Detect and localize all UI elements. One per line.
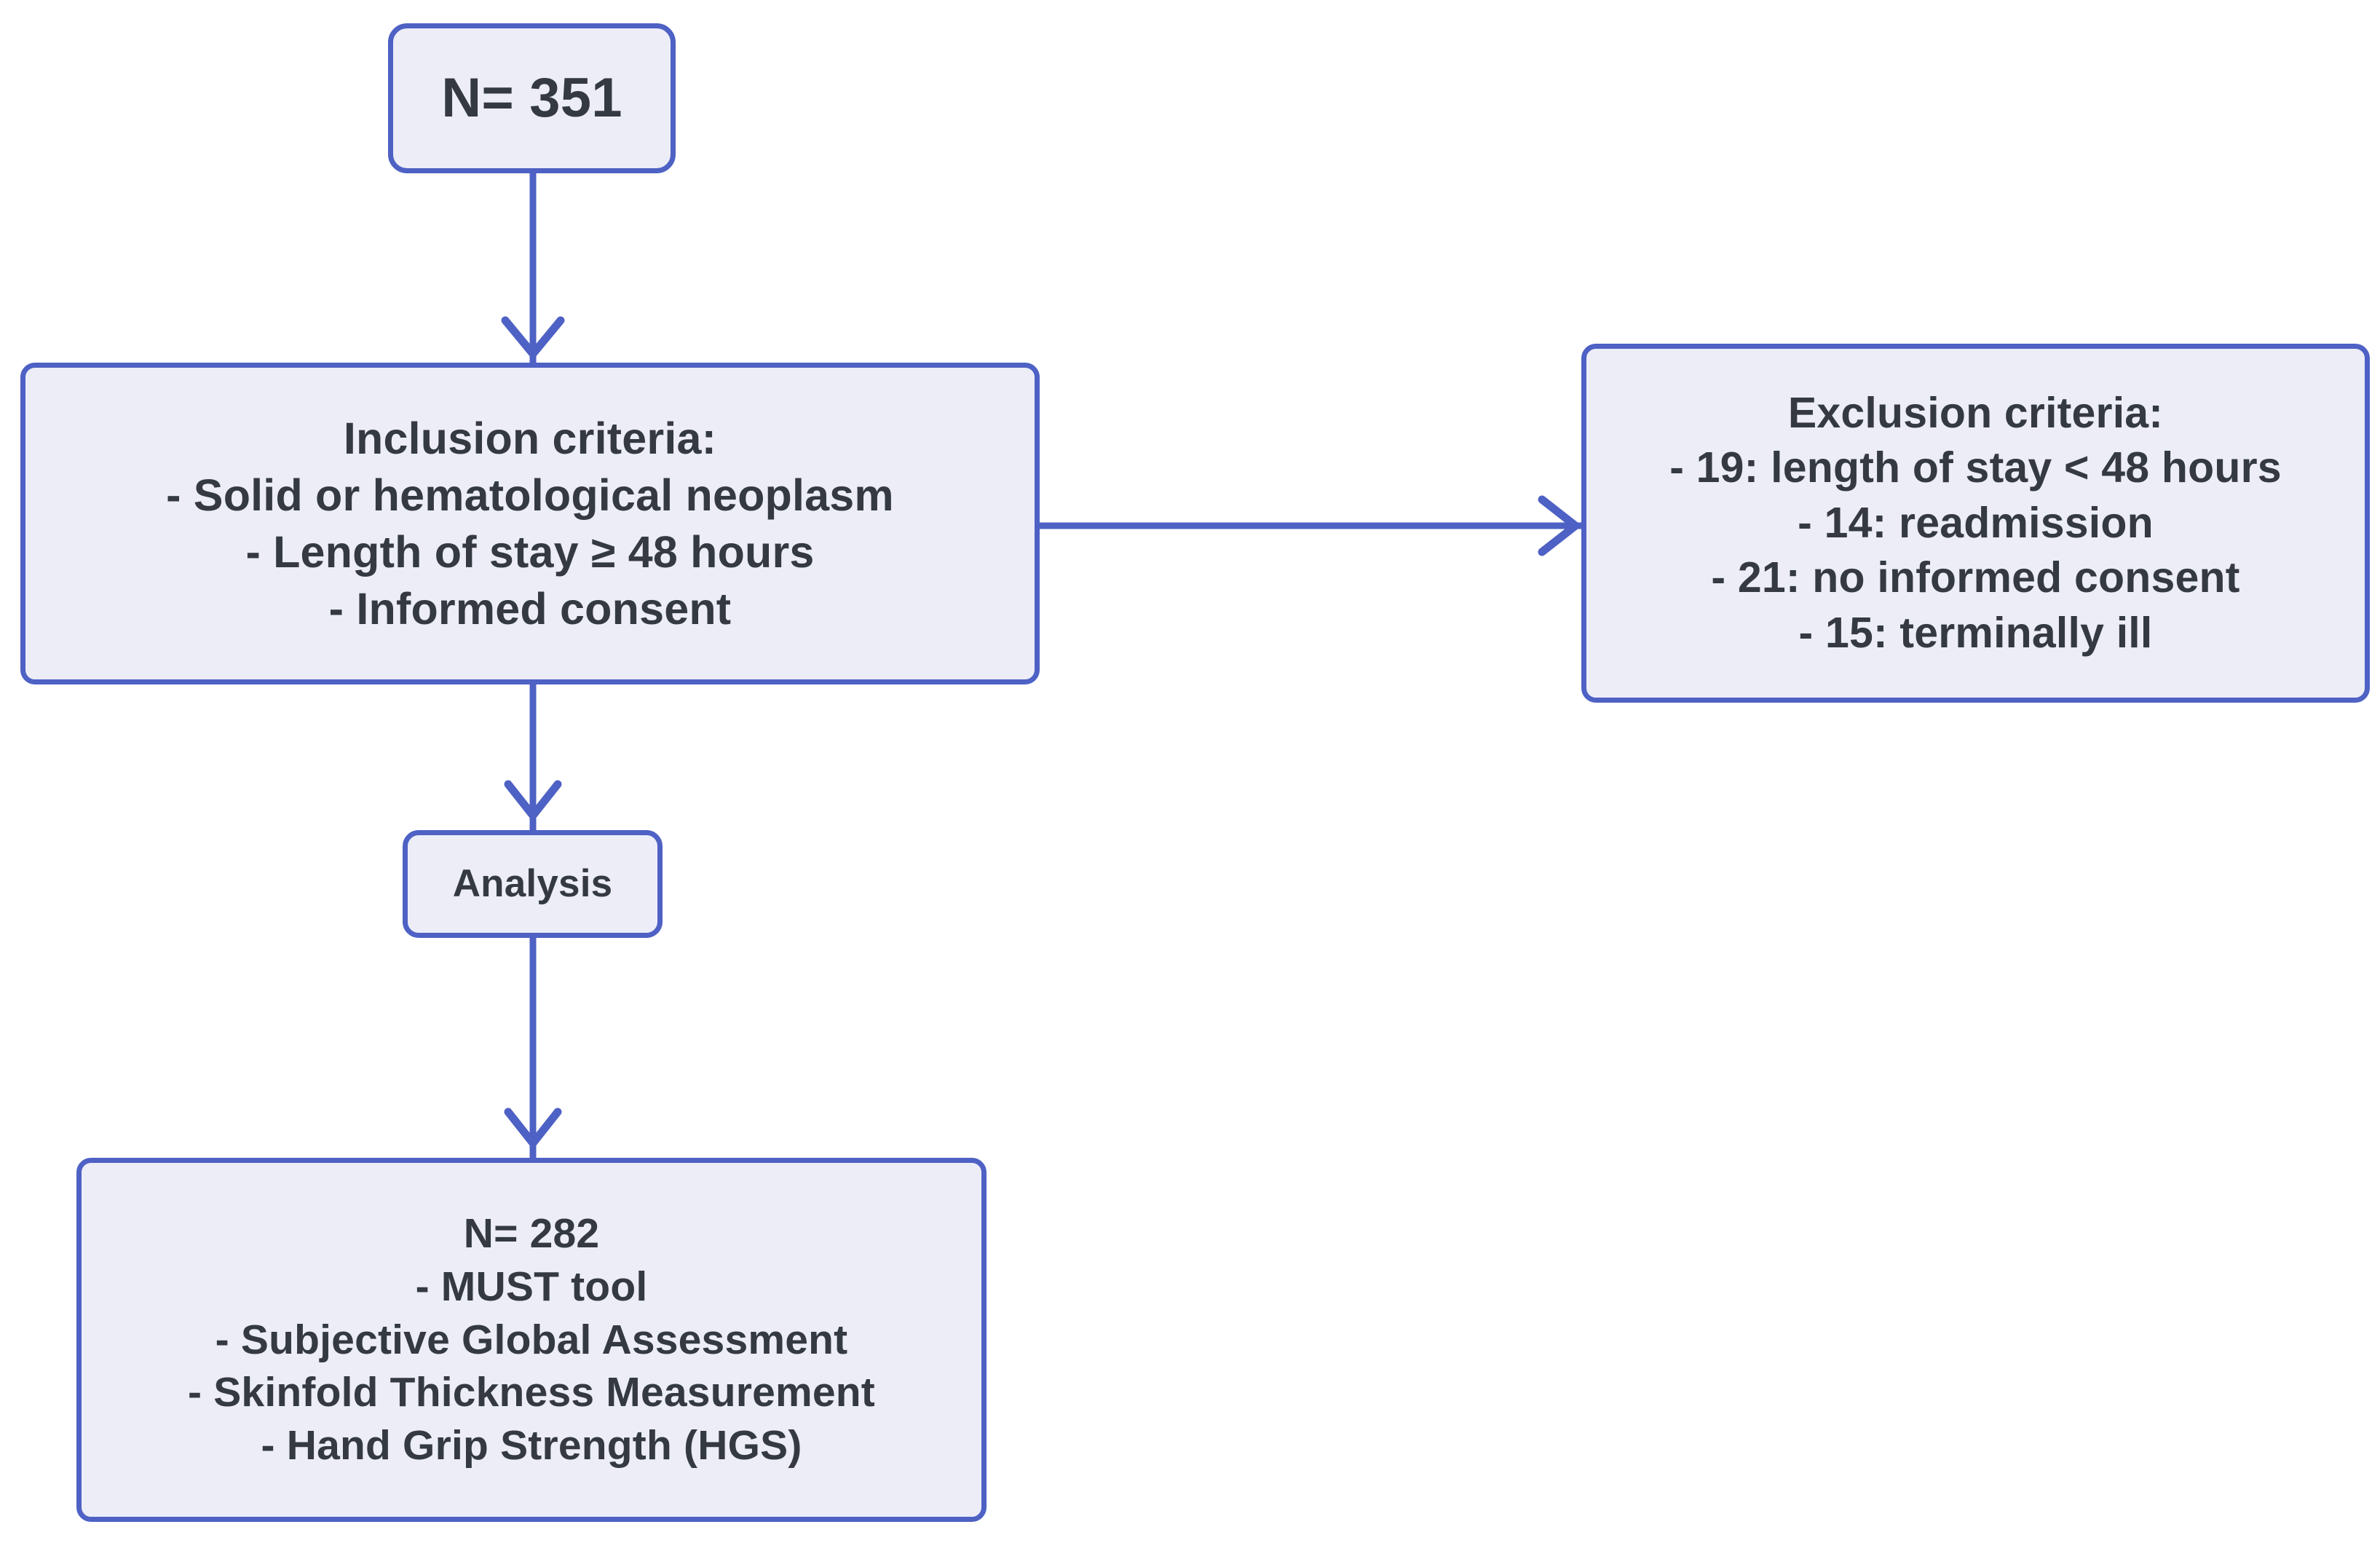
edge-analysis-to-outcome xyxy=(504,938,562,1158)
edge-total-to-inclusion xyxy=(501,173,565,363)
total-screened-box[interactable]: N= 351 xyxy=(388,23,676,173)
analysed-sample-item-4: - Hand Grip Strength (HGS) xyxy=(261,1422,802,1469)
analysed-sample-item-1: - MUST tool xyxy=(415,1263,648,1310)
arrowhead-down-icon xyxy=(501,316,565,358)
analysed-sample-item-2: - Subjective Global Assessment xyxy=(215,1316,848,1363)
exclusion-criteria-box[interactable]: Exclusion criteria: - 19: length of stay… xyxy=(1581,344,2370,703)
exclusion-criteria-item-1: - 19: length of stay < 48 hours xyxy=(1669,443,2282,492)
exclusion-criteria-item-2: - 14: readmission xyxy=(1798,498,2154,547)
analysed-sample-box[interactable]: N= 282 - MUST tool - Subjective Global A… xyxy=(76,1158,987,1522)
analysed-sample-item-3: - Skinfold Thickness Measurement xyxy=(188,1369,875,1416)
exclusion-criteria-item-4: - 15: terminally ill xyxy=(1798,608,2153,657)
arrowhead-down-icon xyxy=(504,1108,562,1148)
inclusion-criteria-item-1: - Solid or hematological neoplasm xyxy=(166,470,894,520)
exclusion-criteria-heading: Exclusion criteria: xyxy=(1787,388,2164,437)
exclusion-criteria-item-3: - 21: no informed consent xyxy=(1711,553,2240,602)
edge-inclusion-to-analysis xyxy=(504,684,562,830)
inclusion-criteria-box[interactable]: Inclusion criteria: - Solid or hematolog… xyxy=(20,363,1040,684)
arrowhead-down-icon xyxy=(504,780,562,820)
analysed-sample-count: N= 282 xyxy=(463,1209,600,1257)
analysis-box[interactable]: Analysis xyxy=(403,830,663,938)
total-screened-line-1: N= 351 xyxy=(441,67,622,130)
analysis-label: Analysis xyxy=(452,862,613,906)
inclusion-criteria-item-2: - Length of stay ≥ 48 hours xyxy=(245,527,815,577)
inclusion-criteria-heading: Inclusion criteria: xyxy=(343,413,717,463)
inclusion-criteria-item-3: - Informed consent xyxy=(328,584,732,634)
arrowhead-right-icon xyxy=(1538,495,1580,556)
edge-inclusion-to-exclusion xyxy=(1040,495,1581,556)
